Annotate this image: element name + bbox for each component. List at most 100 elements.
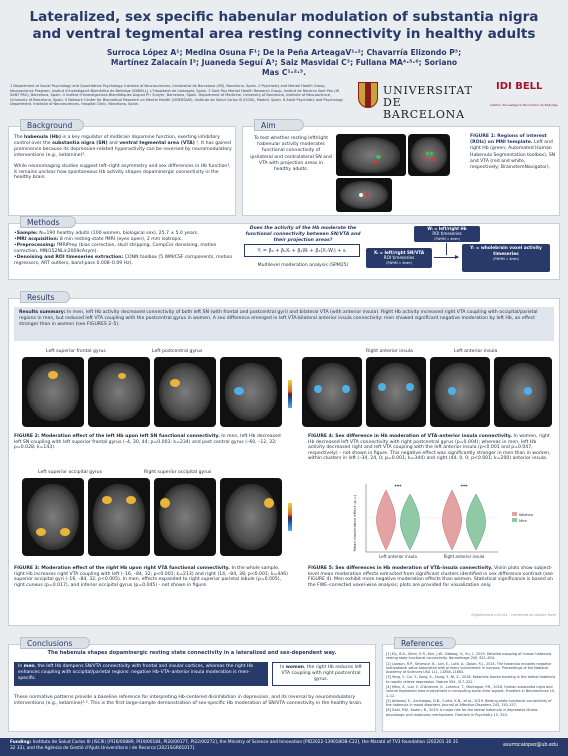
- methods-item-label: MRI acquisition:: [16, 236, 59, 242]
- fig5-violin-men-left: [400, 493, 420, 551]
- fig3-caption-title: FIGURE 3: Moderation effect of the right…: [14, 566, 230, 571]
- fig5-sig-left: ***: [394, 484, 402, 490]
- roi-sagittal-image: [336, 134, 406, 176]
- fig4-label-right-insula: Right anterior insula: [366, 349, 413, 354]
- flow-x-sub1: ROI timeseries: [383, 254, 415, 260]
- fig4-caption: FIGURE 4: Sex difference in Hb moderatio…: [308, 434, 554, 462]
- reference-item: [1] Ely, B.A., Stern, E.R., Kim, J.W., G…: [386, 652, 552, 661]
- fig4-caption-title: FIGURE 4: Sex difference in Hb moderatio…: [308, 434, 513, 439]
- methods-item-text: 8 min resting-state fMRI (eyes open), 2 …: [58, 236, 183, 242]
- aim-text: To test whether resting left/right haben…: [250, 136, 332, 173]
- results-heading: Results: [20, 291, 70, 303]
- fig4-brain-sagittal-left: [494, 357, 552, 427]
- fig3-label-right-occipital: Right superior occipital gyrus: [144, 470, 212, 475]
- funding-text: Funding: Instituto de Salud Carlos III (…: [10, 740, 460, 751]
- funding-label: Funding:: [10, 740, 32, 745]
- fig5-ylabel: Mean moderation effect (a.u.): [352, 494, 357, 551]
- idibell-logo-subtitle: Institut d'Investigació Biomèdica de Bel…: [490, 103, 558, 107]
- flow-arrow-right: [434, 257, 458, 258]
- author-list: Surroca López A¹; Medina Osuna F¹; De la…: [106, 48, 462, 77]
- background-paragraph-1: The habenula (Hb) is a key regulator of …: [14, 135, 232, 159]
- women-text-a: In: [280, 665, 286, 670]
- figure1-caption: FIGURE 1: Regions of interest (ROIs) on …: [470, 134, 556, 171]
- men-text-a: In: [18, 664, 24, 669]
- funding-body: Instituto de Salud Carlos III (ISCIII) […: [10, 740, 459, 751]
- equation-caption: Multilevel moderation analysis (SPM25): [257, 263, 349, 268]
- reference-item: [2] Lawson, R.P., Seymour, B., Loh, E., …: [386, 661, 552, 675]
- references-list: [1] Ely, B.A., Stern, E.R., Kim, J.W., G…: [386, 652, 556, 718]
- bg-term-habenula: habenula (Hb): [24, 135, 61, 140]
- fig2-brain-surface: [220, 357, 282, 427]
- legend-swatch-women: [512, 512, 517, 516]
- fig5-violin-women-left: [376, 489, 396, 551]
- conclusions-lead: The habenula shapes dopaminergic resting…: [47, 650, 337, 656]
- flow-y-title: Yᵢ = wholebrain voxel activity timeserie…: [470, 246, 542, 257]
- reference-item: [3] Yang, Y., Cui, Y., Sang, K., Dong, Y…: [386, 675, 556, 684]
- fig3-brain-sagittal-right: [220, 478, 282, 556]
- methods-item-text: fMRIPrep (bias correction, skull strippi…: [14, 242, 217, 254]
- methods-item: •Sample: N=190 healthy adults (100 women…: [14, 231, 199, 236]
- fig5-caption-text: Violin plots show subject-level mean mod…: [308, 566, 554, 588]
- bg-text-a: The: [14, 135, 25, 140]
- fig5-violin-plot: Mean moderation effect (a.u.) *** *** Le…: [352, 484, 498, 559]
- fig3-brain-axial: [22, 478, 84, 556]
- fig3-brain-sagittal-left: [154, 478, 216, 556]
- women-text-b: women: [285, 665, 304, 670]
- fig2-brain-coronal: [88, 357, 150, 427]
- methods-item-label: Denoising and ROI timeseries extraction:: [16, 254, 124, 260]
- reference-item: [4] Hétu, S., Luo, Y., D'Ardenne, K., Lo…: [386, 684, 556, 698]
- fig2-colorbar: [288, 380, 292, 408]
- fig2-caption-title: FIGURE 2: Moderation effect of the left …: [14, 434, 220, 439]
- roi-coronal-image: [408, 134, 450, 176]
- fig2-brain-axial: [154, 357, 216, 427]
- reference-item: [6] Gold, P.W., Kadriu, B., 2019. A majo…: [386, 708, 539, 717]
- fig2-label-postcentral: Left postcentral gyrus: [152, 349, 203, 354]
- fig2-caption-text: In men, left Hb decreased left SN coupli…: [14, 434, 281, 451]
- fig2-label-frontal: Left superior frontal gyrus: [46, 349, 106, 354]
- fig5-caption-title: FIGURE 5: Sex differences in Hb moderati…: [308, 566, 493, 571]
- contact-email[interactable]: asurrocalopez@ub.edu: [503, 743, 558, 748]
- methods-item: •MRI acquisition: 8 min resting-state fM…: [14, 236, 183, 242]
- results-panel: [8, 298, 560, 626]
- women-text-c: , the right Hb reduces left VTA coupling…: [281, 665, 362, 682]
- flow-x-title: Xᵢ = left/right SN/VTA: [373, 249, 425, 255]
- idibell-logo: IDI BELL Institut d'Investigació Biomèdi…: [490, 79, 560, 113]
- results-summary-label: Results summary:: [19, 310, 66, 315]
- affiliations: 1 Department of Social Psychology and Qu…: [10, 84, 344, 107]
- fig3-caption-text: In the whole sample, right Hb increases …: [14, 566, 288, 588]
- background-panel: [8, 126, 236, 216]
- methods-heading: Methods: [20, 216, 76, 228]
- bg-text-g: ¹. It has gained prominence because its …: [14, 140, 232, 158]
- flow-w-title: Wᵢ = left/right Hb: [427, 226, 467, 231]
- flow-w-sub2: (FWHM = 4mm): [434, 236, 460, 241]
- bg-term-vta: ventral tegmental area (VTA): [119, 140, 195, 146]
- reference-item: [5] Ambrosi, E., Arciniegas, D.B., Curti…: [386, 698, 552, 708]
- fig4-label-left-insula: Left anterior insula: [454, 349, 498, 354]
- bg-term-sn: substantia nigra (SN): [52, 140, 108, 146]
- background-heading: Background: [20, 119, 84, 131]
- flow-arrow-down: [446, 243, 447, 255]
- idibell-logo-mark: IDI BELL: [496, 81, 543, 92]
- results-footnote: Significance p<0.05 · corrected at clust…: [471, 613, 556, 617]
- fig5-sig-right: ***: [460, 484, 468, 490]
- fig5-violin-women-right: [442, 489, 462, 551]
- bg-text-e: and: [107, 140, 120, 146]
- roi-axial-image: [336, 178, 392, 212]
- flow-x-sub2: (FWHM = 4mm): [386, 261, 412, 266]
- methods-item: •Denoising and ROI timeseries extraction…: [14, 254, 233, 266]
- figure1-caption-text: Left and right Hb (green; Automated Huma…: [470, 140, 556, 171]
- legend-label-men: Men: [519, 518, 528, 523]
- poster-title: Lateralized, sex specific habenular modu…: [29, 9, 539, 42]
- results-summary-text: In men, left Hb activity decreased conne…: [19, 310, 538, 327]
- fig3-label-left-occipital: Left superior occipital gyrus: [38, 470, 102, 475]
- fig3-colorbar: [288, 503, 292, 531]
- fig2-brain-sagittal: [22, 357, 84, 427]
- fig4-brain-axial: [302, 357, 362, 427]
- poster-header: Lateralized, sex specific habenular modu…: [0, 0, 568, 106]
- background-text: The habenula (Hb) is a key regulator of …: [14, 135, 232, 181]
- fig5-violin-men-right: [466, 493, 486, 551]
- methods-item-text: CONN toolbox (5 WM/CSF components, motio…: [14, 254, 233, 266]
- legend-swatch-men: [512, 518, 517, 522]
